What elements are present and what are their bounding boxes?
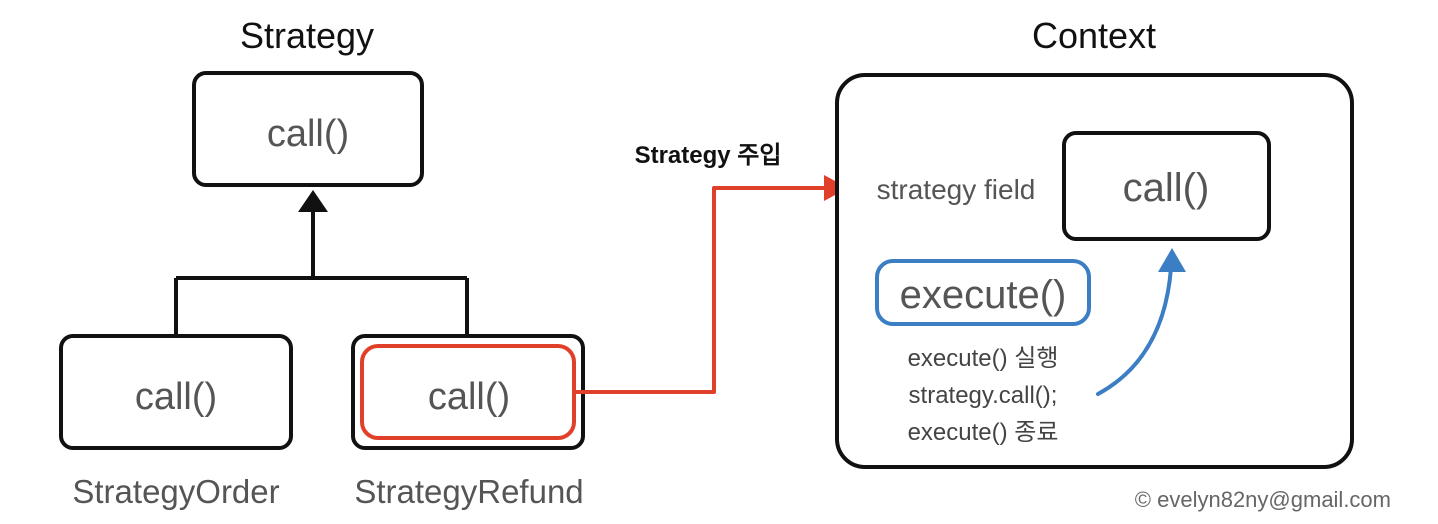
strategy-interface-box: [192, 71, 424, 187]
strategy-order-label: StrategyOrder: [72, 473, 279, 510]
injection-arrow: [576, 186, 826, 394]
delegate-call-arrowhead-icon: [1158, 248, 1186, 272]
execute-step-1: execute() 실행: [908, 345, 1059, 372]
execute-method-highlight: [875, 259, 1091, 326]
inheritance-connector: [174, 210, 469, 334]
strategy-order-method: call(): [135, 376, 217, 418]
context-strategy-call-method: call(): [1123, 166, 1210, 210]
strategy-refund-method: call(): [428, 376, 510, 418]
execute-step-2: strategy.call();: [909, 382, 1058, 409]
injection-label: Strategy 주입: [635, 142, 782, 169]
strategy-field-label: strategy field: [877, 174, 1036, 205]
strategy-title: Strategy: [240, 15, 374, 56]
execute-method-label: execute(): [900, 273, 1067, 317]
strategy-interface-method: call(): [267, 113, 349, 155]
context-strategy-call-box: [1062, 131, 1271, 241]
strategy-order-box: [59, 334, 293, 450]
inheritance-arrowhead-icon: [298, 190, 328, 212]
context-title: Context: [1032, 15, 1156, 56]
strategy-refund-label: StrategyRefund: [354, 473, 583, 510]
delegate-call-arrow: [1096, 266, 1173, 396]
copyright-text: © evelyn82ny@gmail.com: [1135, 487, 1391, 512]
execute-step-3: execute() 종료: [908, 419, 1059, 446]
strategy-refund-highlight: [360, 344, 576, 440]
